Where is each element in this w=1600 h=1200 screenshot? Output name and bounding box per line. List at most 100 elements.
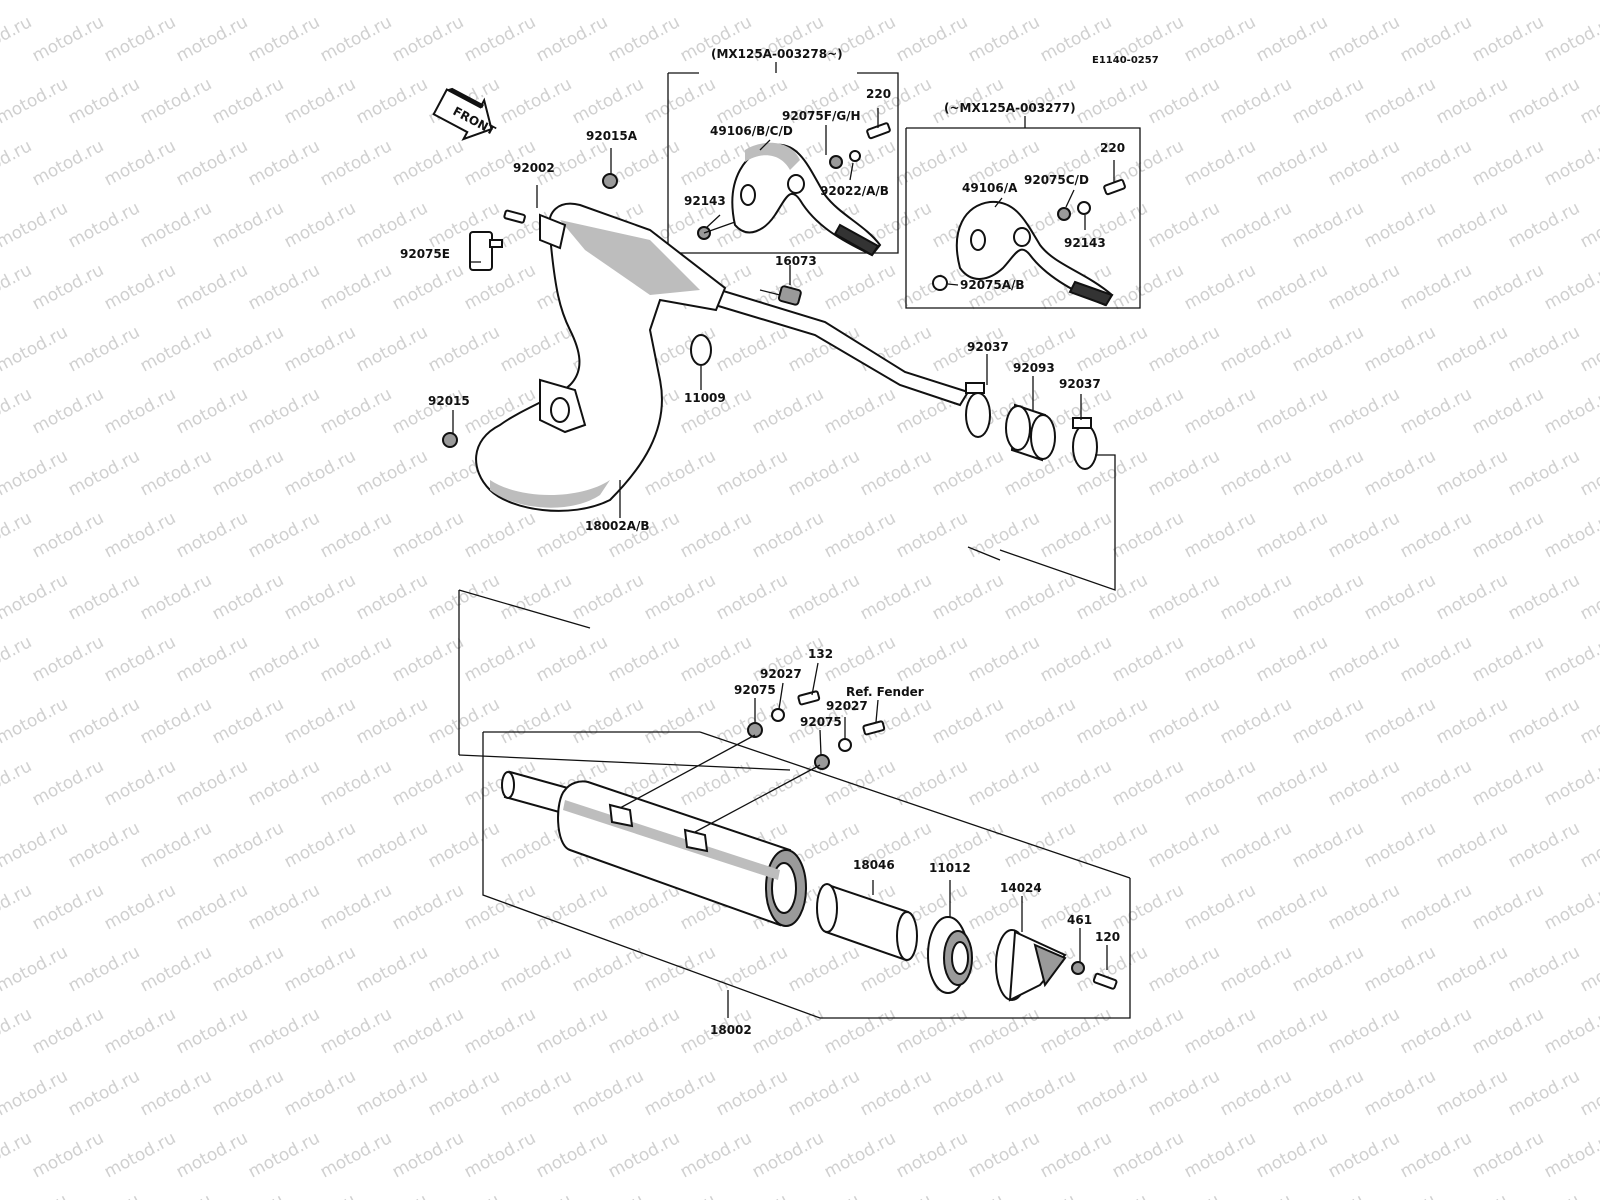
variant-box-early: (~MX125A-003277) (905, 101, 1141, 309)
watermark-text: motod.ru (713, 570, 791, 624)
watermark-text: motod.ru (641, 942, 719, 996)
watermark-text: motod.ru (281, 1066, 359, 1120)
watermark-text: motod.ru (1325, 756, 1403, 810)
watermark-text: motod.ru (1361, 570, 1439, 624)
watermark-text: motod.ru (605, 1128, 683, 1182)
watermark-text: motod.ru (1289, 322, 1367, 376)
o-ring-11009 (690, 334, 712, 366)
nut-92015 (442, 432, 458, 448)
watermark-text: motod.ru (461, 12, 539, 66)
watermark-text: motod.ru (605, 1004, 683, 1058)
watermark-text: motod.ru (497, 570, 575, 624)
watermark-text: motod.ru (1037, 1128, 1115, 1182)
label-14024: 14024 (1000, 881, 1042, 895)
watermark-text: motod.ru (389, 1004, 467, 1058)
watermark-text: motod.ru (1541, 384, 1600, 438)
watermark-text: motod.ru (353, 322, 431, 376)
watermark-text: motod.ru (1073, 322, 1151, 376)
watermark-text: motod.ru (1577, 1066, 1600, 1120)
watermark-text: motod.ru (713, 1066, 791, 1120)
label-220-a: 220 (866, 87, 891, 101)
watermark-text: motod.ru (1001, 0, 1079, 4)
label-132: 132 (808, 647, 833, 661)
watermark-text: motod.ru (101, 756, 179, 810)
label-18046: 18046 (853, 858, 895, 872)
watermark-text: motod.ru (245, 12, 323, 66)
watermark-text: motod.ru (893, 12, 971, 66)
watermark-text: motod.ru (1505, 322, 1583, 376)
watermark-text: motod.ru (1181, 1128, 1259, 1182)
watermark-text: motod.ru (0, 198, 71, 252)
watermark-text: motod.ru (1181, 12, 1259, 66)
watermark-text: motod.ru (0, 384, 35, 438)
watermark-text: motod.ru (101, 508, 179, 562)
hardware-early (932, 178, 1126, 291)
watermark-text: motod.ru (0, 0, 71, 4)
watermark-text: motod.ru (1577, 694, 1600, 748)
watermark-text: motod.ru (893, 632, 971, 686)
label-92037-b: 92037 (1059, 377, 1101, 391)
watermark-text: motod.ru (1541, 508, 1600, 562)
label-49106BCD: 49106/B/C/D (710, 124, 793, 138)
label-18002: 18002 (710, 1023, 752, 1037)
watermark-text: motod.ru (101, 136, 179, 190)
watermark-text: motod.ru (1145, 818, 1223, 872)
watermark-text: motod.ru (137, 818, 215, 872)
label-92075AB: 92075A/B (960, 278, 1025, 292)
watermark-text: motod.ru (1469, 1128, 1547, 1182)
watermark-text: motod.ru (353, 74, 431, 128)
watermark-text: motod.ru (1505, 74, 1583, 128)
watermark-text: motod.ru (1397, 260, 1475, 314)
watermark-text: motod.ru (965, 1128, 1043, 1182)
label-92027-b: 92027 (826, 699, 868, 713)
watermark-text: motod.ru (1181, 136, 1259, 190)
watermark-text: motod.ru (1001, 694, 1079, 748)
watermark-text: motod.ru (1325, 12, 1403, 66)
watermark-text: motod.ru (101, 1004, 179, 1058)
watermark-text: motod.ru (785, 1190, 863, 1200)
watermark-text: motod.ru (641, 0, 719, 4)
watermark-text: motod.ru (0, 1190, 71, 1200)
watermark-text: motod.ru (389, 508, 467, 562)
silencer-assembly-outline (458, 589, 1131, 1019)
watermark-text: motod.ru (425, 942, 503, 996)
watermark-text: motod.ru (1505, 1066, 1583, 1120)
watermark-text: motod.ru (29, 880, 107, 934)
watermark-text: motod.ru (0, 446, 71, 500)
watermark-text: motod.ru (893, 1128, 971, 1182)
watermark-text: motod.ru (425, 570, 503, 624)
watermark-text: motod.ru (317, 1128, 395, 1182)
watermark-text: motod.ru (1217, 694, 1295, 748)
watermark-text: motod.ru (1073, 694, 1151, 748)
watermark-text: motod.ru (821, 508, 899, 562)
watermark-text: motod.ru (137, 1190, 215, 1200)
watermark-text: motod.ru (209, 0, 287, 4)
watermark-text: motod.ru (1037, 632, 1115, 686)
watermark-text: motod.ru (893, 508, 971, 562)
watermark-text: motod.ru (353, 818, 431, 872)
watermark-text: motod.ru (677, 632, 755, 686)
watermark-text: motod.ru (1217, 74, 1295, 128)
watermark-text: motod.ru (65, 322, 143, 376)
watermark-text: motod.ru (1541, 12, 1600, 66)
watermark-text: motod.ru (893, 1004, 971, 1058)
watermark-text: motod.ru (1433, 446, 1511, 500)
watermark-text: motod.ru (1253, 260, 1331, 314)
watermark-text: motod.ru (1253, 136, 1331, 190)
watermark-text: motod.ru (389, 632, 467, 686)
watermark-text: motod.ru (1145, 694, 1223, 748)
watermark-text: motod.ru (1001, 818, 1079, 872)
watermark-text: motod.ru (821, 1128, 899, 1182)
watermark-text: motod.ru (713, 1190, 791, 1200)
watermark-text: motod.ru (1361, 0, 1439, 4)
watermark-text: motod.ru (1073, 0, 1151, 4)
watermark-text: motod.ru (857, 0, 935, 4)
watermark-text: motod.ru (713, 446, 791, 500)
watermark-text: motod.ru (65, 1190, 143, 1200)
watermark-text: motod.ru (1361, 74, 1439, 128)
watermark-text: motod.ru (173, 136, 251, 190)
watermark-text: motod.ru (317, 756, 395, 810)
label-11012: 11012 (929, 861, 971, 875)
watermark-text: motod.ru (137, 446, 215, 500)
watermark-text: motod.ru (1361, 446, 1439, 500)
